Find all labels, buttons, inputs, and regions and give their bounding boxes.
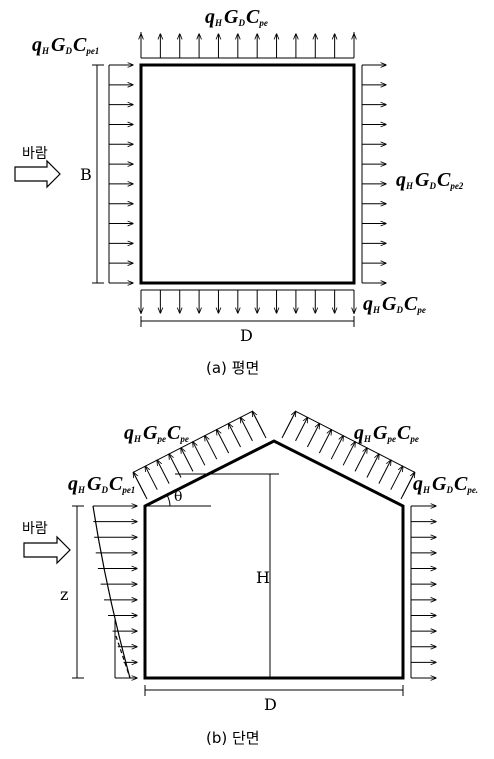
section-roof-right-load-arrows bbox=[281, 411, 415, 500]
section-wind-profile-curve-dashed bbox=[115, 635, 131, 679]
plan-dimension-b bbox=[92, 64, 104, 284]
plan-top-load-arrows bbox=[141, 32, 354, 59]
section-roof-left-load-arrow bbox=[240, 417, 253, 442]
section-roof-left-load-arrows bbox=[133, 411, 267, 500]
section-wind-arrow-icon bbox=[23, 535, 71, 565]
plan-wind-arrow-icon bbox=[14, 159, 61, 189]
section-roof-right-load-arrow bbox=[295, 417, 308, 442]
section-angle-marker bbox=[145, 494, 211, 507]
section-roof-right-load-arrow bbox=[330, 436, 343, 460]
section-roof-right-load-arrow bbox=[306, 424, 319, 448]
plan-windward-load-arrows bbox=[108, 65, 133, 283]
plan-dimension-b-label: B bbox=[80, 165, 92, 184]
section-roof-right-load-arrow bbox=[366, 454, 379, 478]
section-angle-label: θ bbox=[174, 489, 182, 505]
section-caption: (b) 단면 bbox=[206, 729, 260, 747]
section-roof-right-load-arrow bbox=[378, 460, 391, 484]
plan-caption: (a) 평면 bbox=[206, 359, 259, 377]
section-roof-left-load-arrow bbox=[193, 442, 206, 466]
section-roof-left-load-arrow bbox=[252, 411, 265, 436]
section-wind-label: 바람 bbox=[22, 521, 48, 537]
section-roof-right-load-arrow bbox=[342, 442, 355, 466]
section-roof-right-load-arrow bbox=[390, 466, 403, 490]
plan-dimension-d-label: D bbox=[240, 326, 253, 345]
section-wall-left-load-arrows bbox=[93, 506, 137, 678]
plan-leeward-load-arrows bbox=[361, 65, 386, 283]
section-building-outline bbox=[143, 439, 405, 680]
section-roof-right-load-arrow bbox=[318, 430, 331, 454]
section-dimension-d-label: D bbox=[264, 695, 277, 714]
section-roof-left-load-arrow bbox=[205, 436, 218, 460]
section-dimension-z-label: z bbox=[60, 585, 68, 604]
section-roof-left-load-arrow bbox=[133, 472, 146, 497]
section-roof-left-load-arrow bbox=[181, 448, 194, 472]
plan-bottom-load-arrows bbox=[141, 289, 354, 314]
section-roof-right-load-arrow bbox=[283, 411, 296, 436]
section-roof-left-load-arrow bbox=[157, 460, 170, 484]
section-dimension-z bbox=[72, 505, 84, 679]
section-wall-right-load-arrows bbox=[410, 506, 436, 678]
section-wind-profile-curve bbox=[92, 505, 131, 679]
section-roof-left-load-arrow bbox=[217, 430, 230, 454]
section-roof-right-load-arrow bbox=[354, 448, 367, 472]
section-dimension-h bbox=[175, 473, 279, 678]
section-dimension-d bbox=[144, 685, 404, 696]
section-dimension-h-label: H bbox=[256, 568, 270, 587]
plan-building-outline bbox=[139, 63, 356, 285]
section-roof-right-load-arrow bbox=[402, 472, 415, 497]
plan-wind-label: 바람 bbox=[22, 146, 48, 162]
plan-dimension-d bbox=[140, 316, 355, 327]
section-roof-left-load-arrow bbox=[145, 466, 158, 490]
section-roof-left-load-arrow bbox=[229, 424, 242, 448]
